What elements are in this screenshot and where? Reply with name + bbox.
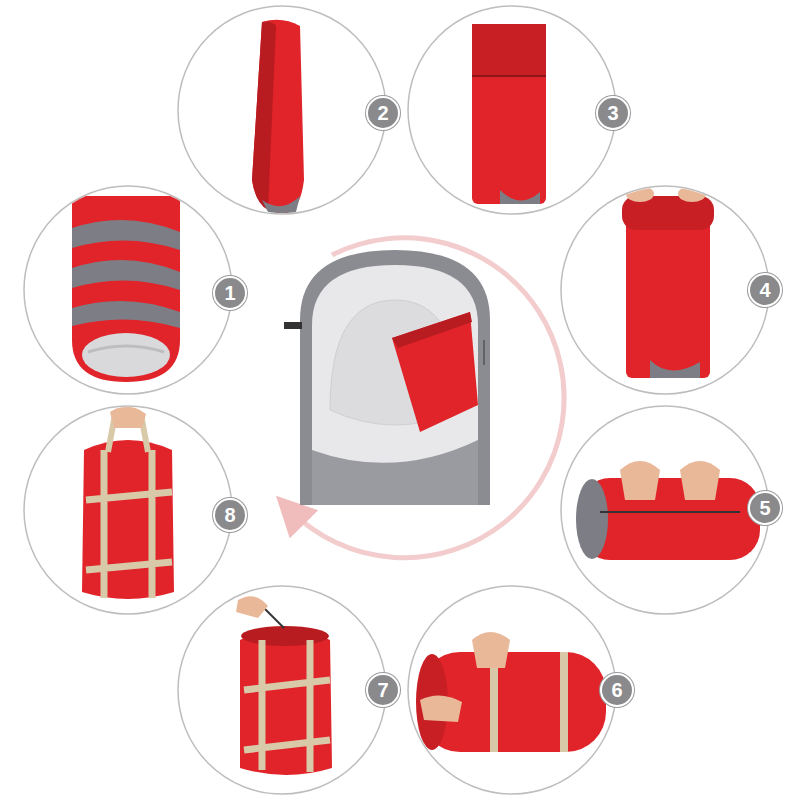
callout-number: 5 bbox=[759, 498, 770, 518]
sleeping-bag-open bbox=[284, 250, 490, 505]
sleeping-bag-open bbox=[312, 265, 478, 505]
callout-number: 2 bbox=[377, 103, 388, 123]
sleeping-bag-open bbox=[312, 440, 478, 505]
callout-number: 1 bbox=[224, 283, 235, 303]
step-1-flat-bag bbox=[72, 196, 180, 382]
step-6-strapped-roll bbox=[416, 632, 606, 752]
step-5-pressing-roll bbox=[620, 461, 660, 500]
step-8-stuff-sack bbox=[86, 450, 172, 598]
step-badge: 5 bbox=[748, 491, 782, 525]
step-6-strapped-roll bbox=[420, 652, 606, 752]
step-4-rolling-bag bbox=[622, 186, 714, 378]
step-4-rolling-bag bbox=[626, 186, 654, 202]
step-5-pressing-roll bbox=[576, 461, 760, 560]
step-2-folded-bag bbox=[252, 20, 304, 214]
sleeping-bag-open bbox=[392, 312, 472, 348]
step-7-stuff-sack bbox=[236, 596, 332, 775]
step-circles bbox=[561, 406, 769, 614]
step-1-flat-bag bbox=[72, 301, 180, 328]
step-3-folded-bag bbox=[500, 190, 540, 204]
sleeping-bag-open bbox=[284, 322, 302, 329]
step-6-strapped-roll bbox=[420, 695, 462, 722]
step-3-folded-bag bbox=[472, 24, 546, 204]
callout-number: 7 bbox=[377, 680, 388, 700]
step-badge: 3 bbox=[596, 96, 630, 130]
sleeping-bag-open bbox=[300, 250, 490, 505]
step-1-flat-bag bbox=[72, 260, 180, 290]
step-circles bbox=[408, 6, 616, 214]
step-6-strapped-roll bbox=[472, 632, 510, 668]
step-5-pressing-roll bbox=[576, 479, 608, 559]
step-4-rolling-bag bbox=[678, 186, 706, 202]
sleeping-bag-open bbox=[392, 312, 478, 432]
step-1-flat-bag bbox=[88, 346, 164, 352]
step-8-stuff-sack bbox=[110, 406, 146, 428]
step-8-stuff-sack bbox=[82, 406, 174, 599]
step-7-stuff-sack bbox=[244, 640, 330, 772]
step-4-rolling-bag bbox=[650, 360, 700, 378]
cycle-arrow bbox=[290, 238, 564, 558]
step-badge: 2 bbox=[366, 96, 400, 130]
step-2-folded-bag bbox=[252, 20, 304, 215]
step-3-folded-bag bbox=[472, 24, 546, 204]
step-badge: 4 bbox=[748, 273, 782, 307]
step-circles bbox=[24, 406, 232, 614]
step-7-stuff-sack bbox=[241, 626, 329, 646]
step-circles bbox=[178, 586, 386, 794]
step-2-folded-bag bbox=[252, 22, 276, 211]
step-circles bbox=[24, 6, 769, 794]
step-6-strapped-roll bbox=[560, 652, 568, 752]
step-badge: 7 bbox=[366, 673, 400, 707]
step-3-folded-bag bbox=[472, 24, 546, 76]
step-8-stuff-sack bbox=[82, 440, 174, 599]
step-2-folded-bag bbox=[262, 196, 300, 215]
step-5-pressing-roll bbox=[600, 511, 740, 513]
cycle-arrow bbox=[290, 238, 564, 558]
callout-number: 6 bbox=[611, 680, 622, 700]
step-circles bbox=[408, 586, 616, 794]
step-7-stuff-sack bbox=[240, 629, 332, 775]
step-badge: 6 bbox=[600, 673, 634, 707]
step-1-flat-bag bbox=[72, 220, 180, 250]
step-5-pressing-roll bbox=[680, 461, 720, 500]
step-1-flat-bag bbox=[82, 333, 170, 377]
step-badge: 8 bbox=[213, 498, 247, 532]
callout-number: 4 bbox=[759, 280, 770, 300]
step-circles bbox=[561, 186, 769, 394]
step-badge: 1 bbox=[213, 276, 247, 310]
callout-number: 3 bbox=[607, 103, 618, 123]
step-7-stuff-sack bbox=[236, 596, 268, 618]
step-7-stuff-sack bbox=[262, 606, 284, 628]
step-3-folded-bag bbox=[472, 75, 546, 77]
step-1-flat-bag bbox=[72, 196, 180, 382]
step-circles bbox=[24, 186, 232, 394]
callout-number: 8 bbox=[224, 505, 235, 525]
step-circles bbox=[178, 6, 386, 214]
sleeping-bag-open bbox=[483, 340, 485, 365]
